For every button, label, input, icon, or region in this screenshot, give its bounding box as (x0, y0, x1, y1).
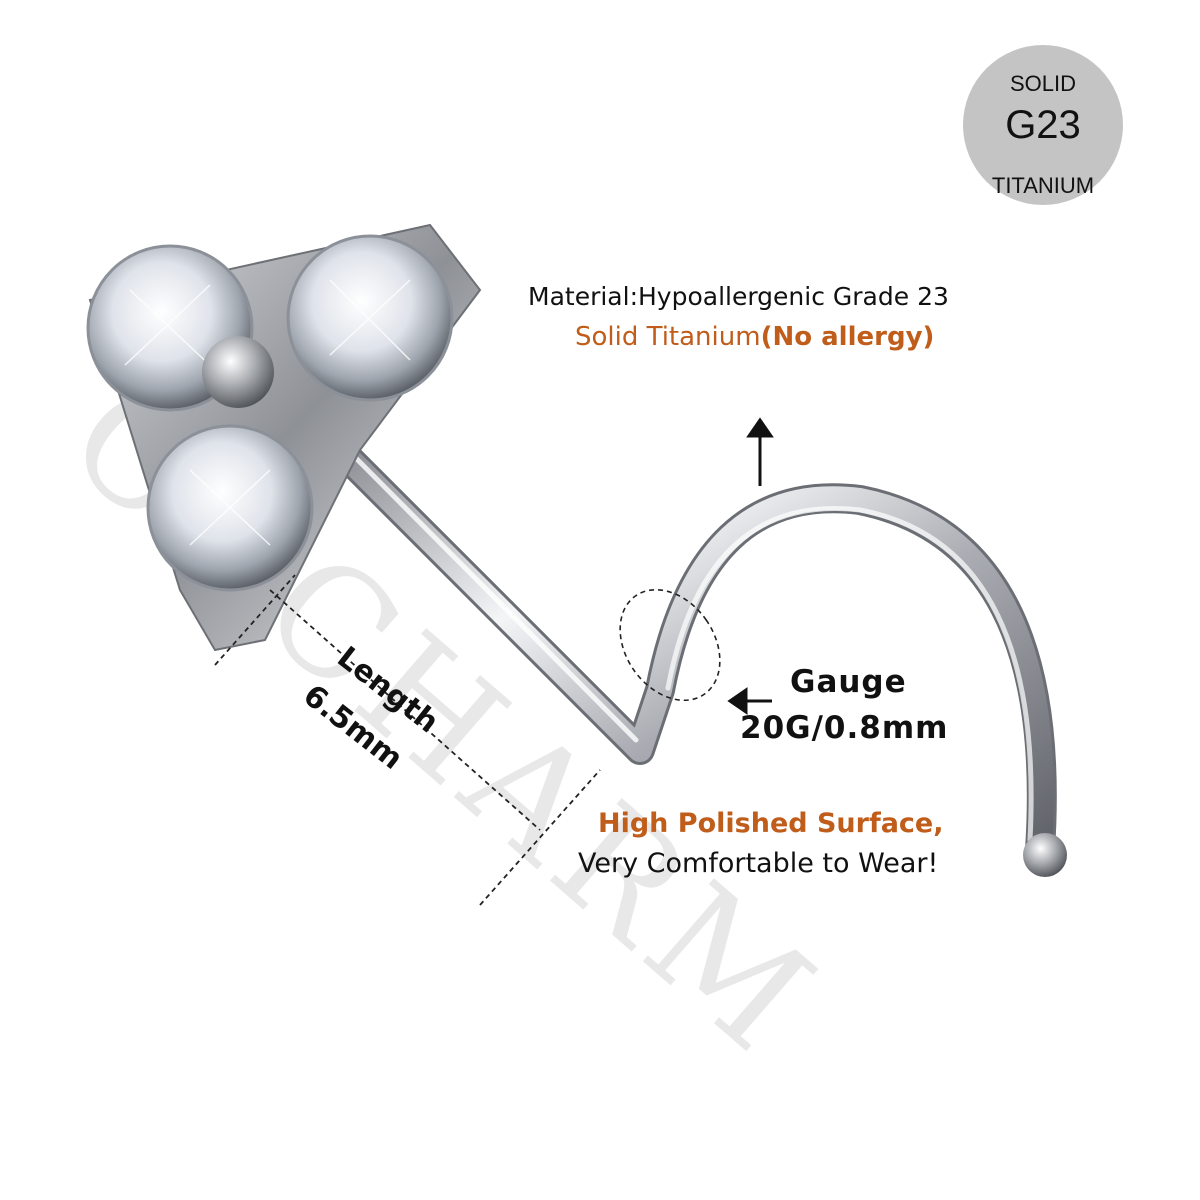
length-dimension (214, 574, 601, 906)
no-allergy-suffix: (No allergy) (760, 322, 935, 352)
solid-titanium-prefix: Solid Titanium (575, 322, 761, 352)
badge-line2: G23 (1005, 103, 1081, 147)
gauge-value: 20G/0.8mm (740, 710, 949, 746)
gauge-label: Gauge (790, 664, 907, 700)
gauge-marker (619, 588, 721, 702)
solid-titanium-label: Solid Titanium(No allergy) (575, 322, 934, 352)
wire-tip-ball (1023, 833, 1067, 877)
material-badge: SOLID G23 TITANIUM (963, 45, 1123, 205)
badge-line3: TITANIUM (991, 173, 1095, 198)
wire-body (308, 418, 1054, 862)
surface-line2: Very Comfortable to Wear! (578, 848, 939, 879)
surface-line1: High Polished Surface, (598, 808, 944, 839)
badge-line1: SOLID (1009, 71, 1077, 96)
center-ball (202, 336, 274, 408)
material-label: Material:Hypoallergenic Grade 23 (528, 282, 949, 311)
arrow-left-icon (727, 687, 772, 715)
arrow-up-icon (746, 417, 774, 486)
